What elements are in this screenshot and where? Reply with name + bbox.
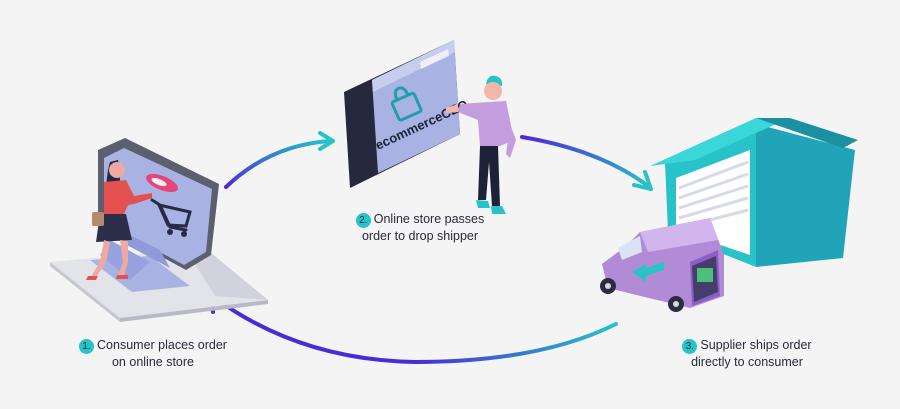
cart-button-icon (146, 173, 178, 193)
step-1-line2: on online store (111, 355, 194, 369)
drop-shipper-figure (446, 75, 516, 214)
step-2-line2: order to drop shipper (361, 229, 479, 243)
step-1-line1: Consumer places order (97, 338, 227, 352)
consumer-figure (86, 160, 152, 280)
cycle-arrow-icon (209, 131, 653, 365)
step-1-number-badge: 1. (79, 339, 95, 354)
arrow-step1-to-step2 (224, 139, 332, 189)
step-1-caption: 1.Consumer places order on online store (58, 337, 248, 370)
shopping-bag-icon (390, 86, 423, 122)
step-2-line1: Online store passes (373, 212, 485, 226)
arrow-step2-to-step3 (520, 135, 650, 188)
step-3-number-badge: 3. (682, 339, 698, 354)
laptop-icon (50, 138, 268, 322)
shopping-cart-icon (150, 198, 192, 237)
arrow-step3-to-step1 (213, 296, 618, 365)
step-2-caption: 2.Online store passes order to drop ship… (330, 211, 510, 244)
step-3-line1: Supplier ships order (700, 338, 812, 352)
step-3-line2: directly to consumer (691, 355, 803, 369)
step-3-caption: 3.Supplier ships order directly to consu… (652, 337, 842, 370)
delivery-van-icon (600, 218, 724, 312)
browser-window-icon (344, 40, 460, 188)
step-2-number-badge: 2. (355, 213, 371, 228)
